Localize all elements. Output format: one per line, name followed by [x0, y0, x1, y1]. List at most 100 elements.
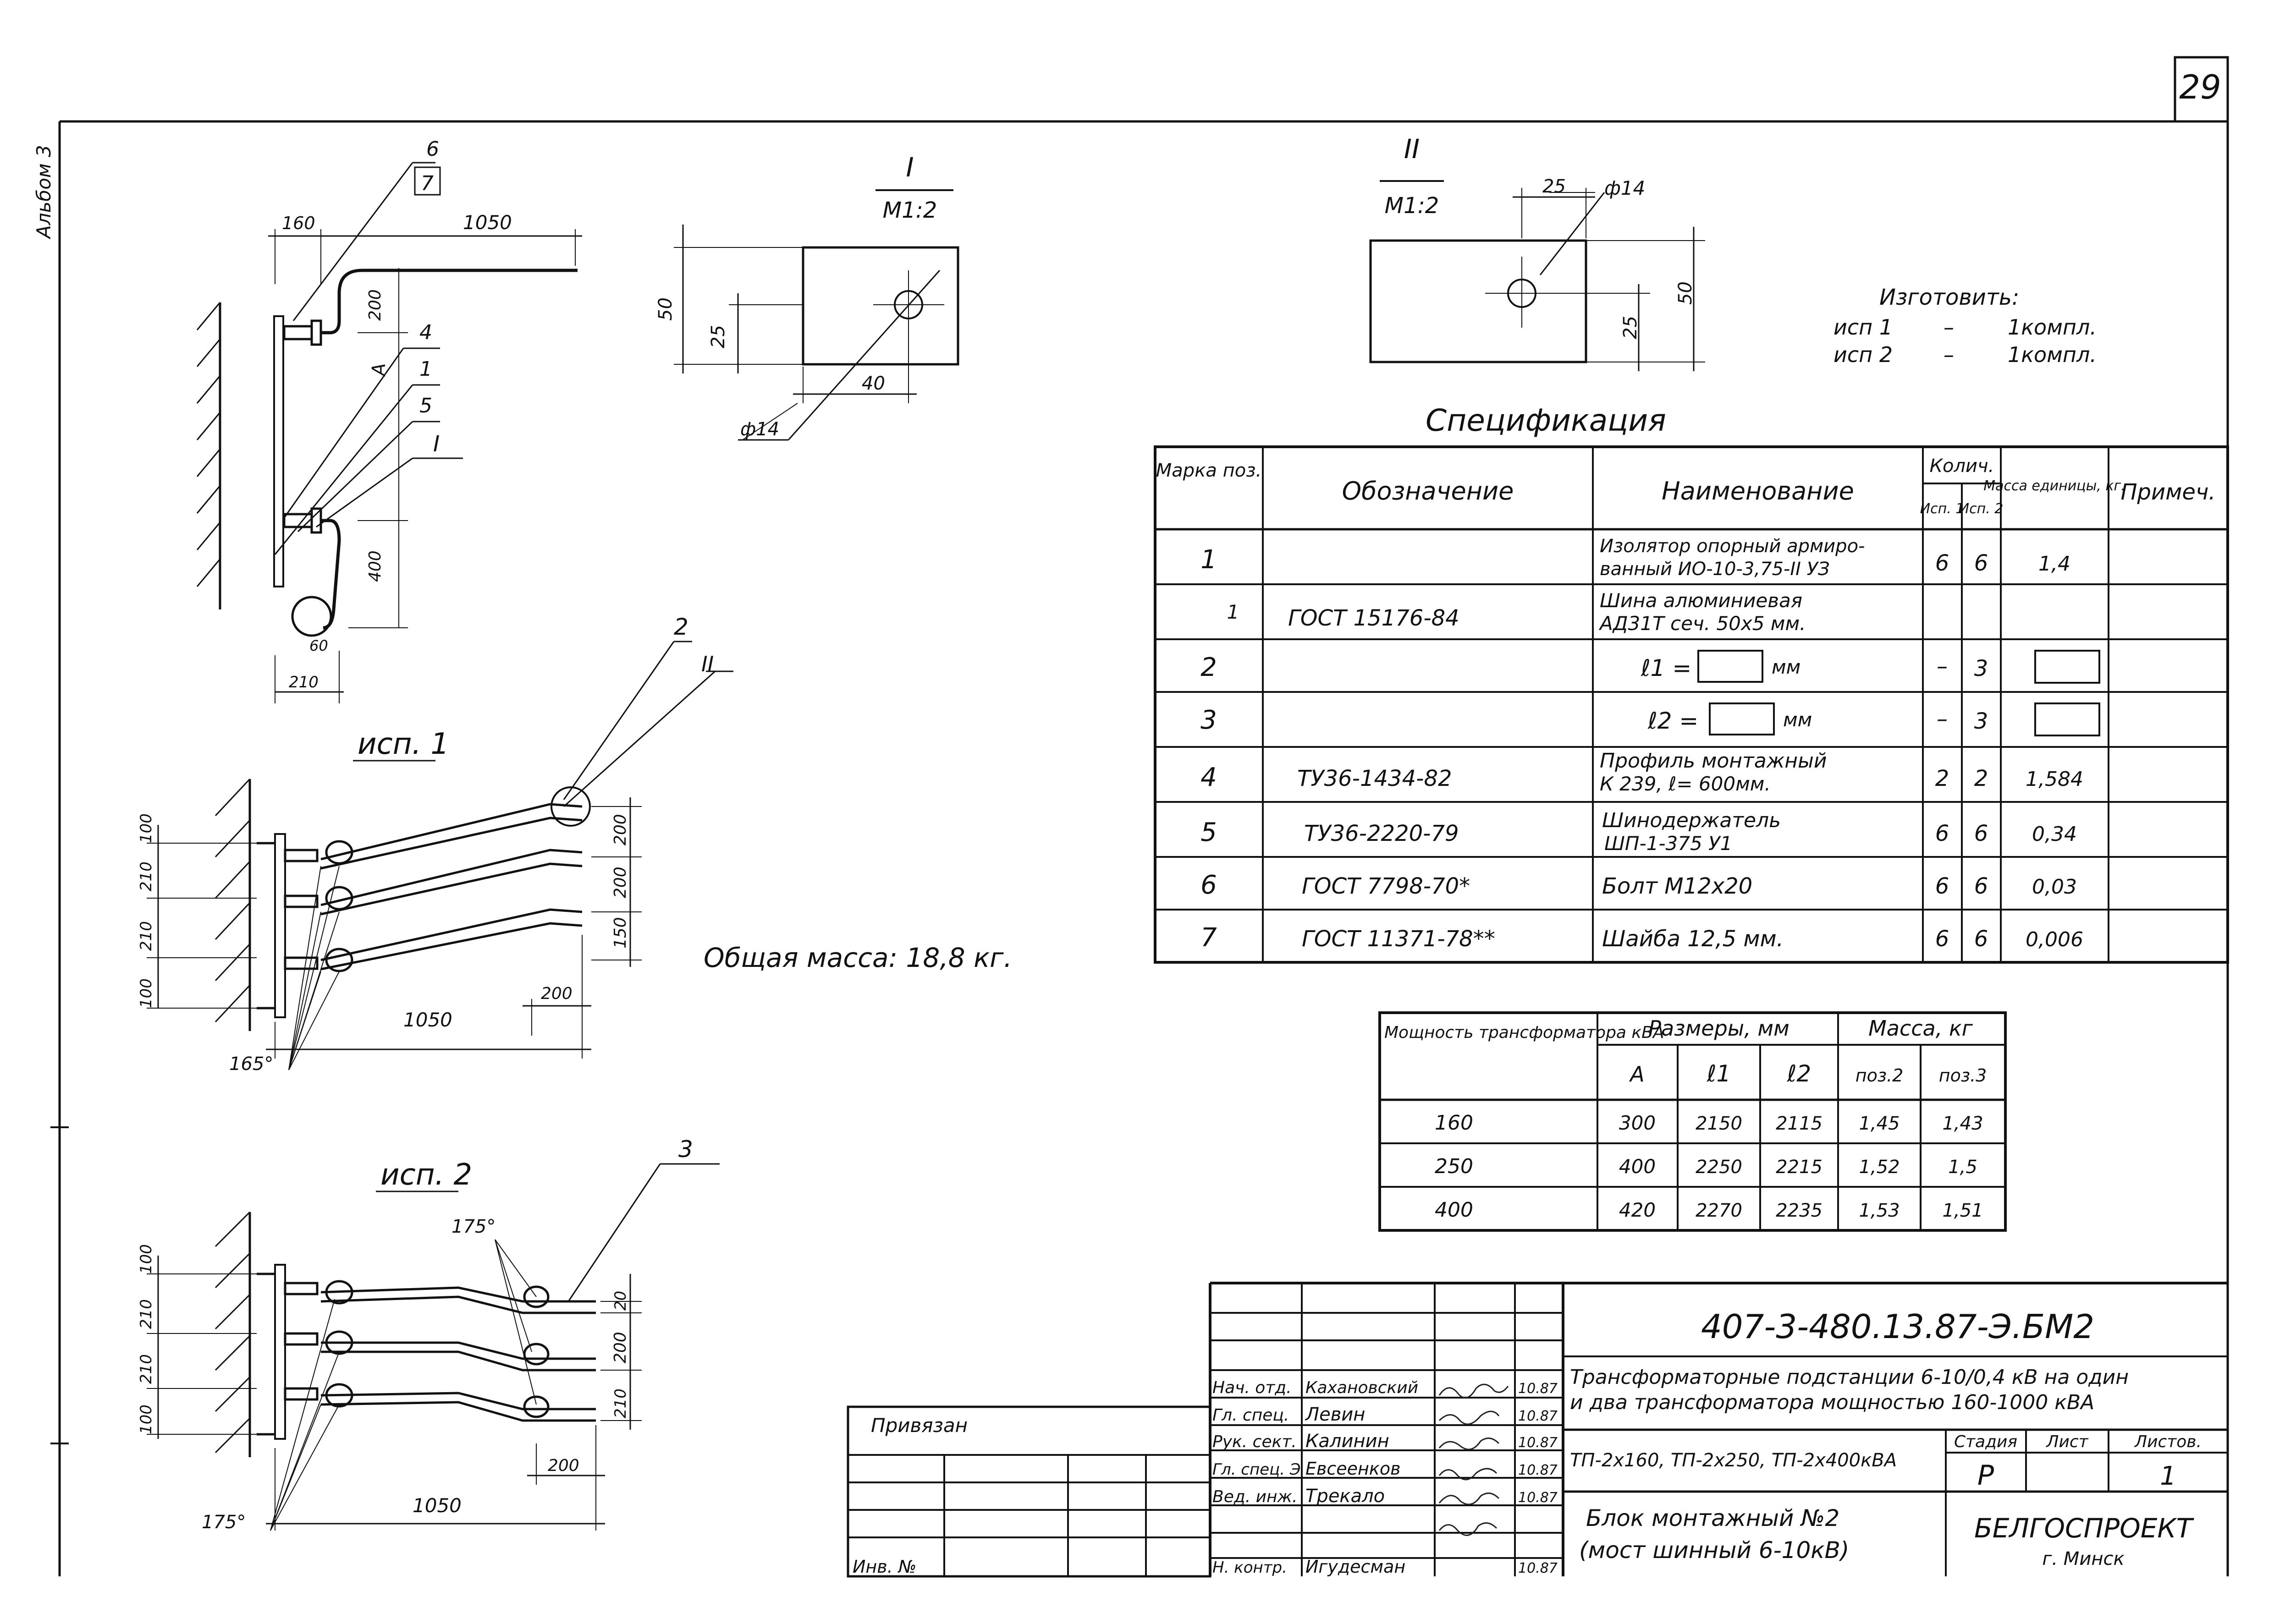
svg-text:Гл. спец. Э: Гл. спец. Э	[1212, 1460, 1301, 1479]
title-block-staff: Нач. отд. Кахановский 10.87 Гл. спец. Ле…	[853, 1378, 1558, 1577]
svg-text:210: 210	[289, 673, 319, 691]
svg-text:ℓ1: ℓ1	[1707, 1060, 1731, 1087]
svg-text:–: –	[1944, 315, 1954, 340]
svg-text:4: 4	[419, 321, 432, 344]
svg-text:4: 4	[1200, 763, 1217, 792]
manufacture-note: Изготовить: исп 1 – 1компл. исп 2 – 1ком…	[1834, 285, 2097, 367]
svg-text:Масса единицы, кг.: Масса единицы, кг.	[1983, 478, 2125, 494]
svg-text:мм: мм	[1772, 656, 1800, 678]
svg-text:Обозначение: Обозначение	[1342, 477, 1514, 505]
svg-text:ГОСТ 15176-84: ГОСТ 15176-84	[1288, 605, 1459, 631]
main-view-labels: 6 7 4 1 5 I А 160 1050 200 400 60 210	[282, 137, 512, 691]
svg-text:25: 25	[1620, 316, 1641, 339]
svg-text:2235: 2235	[1776, 1200, 1823, 1221]
svg-text:400: 400	[1619, 1155, 1656, 1178]
svg-text:6: 6	[1200, 870, 1217, 900]
svg-text:К 239, ℓ= 600мм.: К 239, ℓ= 600мм.	[1600, 773, 1771, 795]
svg-text:25: 25	[1542, 176, 1566, 197]
svg-text:400: 400	[366, 550, 385, 582]
svg-text:Листов.: Листов.	[2134, 1432, 2202, 1451]
svg-text:3: 3	[678, 1136, 693, 1163]
svg-text:3: 3	[1974, 656, 1988, 681]
svg-text:ℓ2 =: ℓ2 =	[1647, 708, 1698, 734]
svg-text:Трекало: Трекало	[1305, 1486, 1385, 1507]
svg-text:ванный ИО-10-3,75-II УЗ: ванный ИО-10-3,75-II УЗ	[1600, 559, 1830, 580]
svg-text:Шина алюминиевая: Шина алюминиевая	[1600, 589, 1802, 612]
svg-text:1: 1	[1200, 545, 1217, 575]
svg-text:200: 200	[611, 1332, 630, 1363]
main-side-view	[196, 162, 582, 703]
svg-text:6: 6	[1935, 821, 1949, 846]
svg-text:Рук. сект.: Рук. сект.	[1212, 1432, 1297, 1451]
svg-text:0,03: 0,03	[2032, 875, 2077, 899]
svg-text:1,45: 1,45	[1859, 1113, 1900, 1134]
svg-text:I: I	[906, 152, 914, 183]
svg-text:II: II	[701, 652, 714, 676]
svg-text:20: 20	[611, 1291, 630, 1311]
svg-text:Евсеенков: Евсеенков	[1305, 1459, 1401, 1479]
svg-text:210: 210	[137, 921, 155, 951]
svg-text:210: 210	[137, 1354, 155, 1384]
svg-text:Размеры, мм: Размеры, мм	[1648, 1016, 1789, 1041]
svg-text:Н. контр.: Н. контр.	[1212, 1558, 1287, 1577]
svg-text:ГОСТ 11371-78**: ГОСТ 11371-78**	[1302, 926, 1495, 952]
svg-text:2: 2	[674, 614, 688, 640]
svg-text:3: 3	[1200, 705, 1217, 735]
svg-text:60: 60	[309, 637, 328, 654]
svg-text:поз.3: поз.3	[1939, 1065, 1987, 1086]
svg-text:40: 40	[862, 373, 885, 394]
svg-text:210: 210	[137, 1299, 155, 1329]
sizes-rows: 160 300 2150 2115 1,45 1,43 250 400 2250…	[1435, 1111, 1983, 1222]
svg-text:6: 6	[1974, 926, 1988, 952]
doc-code: 407-3-480.13.87-Э.БМ2	[1701, 1307, 2094, 1346]
svg-text:–: –	[1937, 653, 1948, 679]
svg-text:Изолятор опорный армиро-: Изолятор опорный армиро-	[1600, 536, 1865, 557]
sheet-frame	[50, 120, 2229, 1576]
svg-text:1050: 1050	[413, 1494, 462, 1517]
svg-text:Гл. спец.: Гл. спец.	[1212, 1406, 1289, 1425]
svg-text:6: 6	[426, 137, 439, 161]
svg-text:Масса, кг: Масса, кг	[1868, 1016, 1973, 1041]
svg-text:Вед. инж.: Вед. инж.	[1212, 1487, 1297, 1506]
svg-text:150: 150	[611, 917, 630, 949]
svg-text:Профиль монтажный: Профиль монтажный	[1600, 749, 1827, 773]
svg-text:1050: 1050	[403, 1009, 452, 1031]
svg-text:ГОСТ 7798-70*: ГОСТ 7798-70*	[1302, 873, 1470, 899]
variant-2-view	[147, 1163, 720, 1531]
svg-text:250: 250	[1435, 1155, 1473, 1178]
svg-text:100: 100	[137, 978, 155, 1008]
total-mass: Общая масса: 18,8 кг.	[704, 942, 1012, 973]
svg-text:0,34: 0,34	[2032, 823, 2077, 846]
svg-text:Марка поз.: Марка поз.	[1156, 460, 1261, 481]
svg-text:0,006: 0,006	[2026, 928, 2083, 951]
svg-text:1компл.: 1компл.	[2008, 315, 2097, 340]
svg-text:6: 6	[1935, 926, 1949, 952]
svg-text:3: 3	[1974, 708, 1988, 734]
svg-text:1,584: 1,584	[2026, 768, 2083, 791]
svg-text:5: 5	[1200, 817, 1217, 847]
svg-text:Стадия: Стадия	[1954, 1432, 2017, 1451]
inv-label: Инв. №	[853, 1557, 916, 1577]
svg-text:6: 6	[1935, 550, 1949, 576]
svg-text:мм: мм	[1783, 708, 1812, 731]
svg-text:1: 1	[2160, 1461, 2176, 1491]
svg-text:1,53: 1,53	[1859, 1200, 1900, 1221]
variant-2-labels: исп. 2 3 175° 175° 20 200 210 100 210 21…	[137, 1136, 693, 1533]
variant-1-labels: исп. 1 2 II 200 200 150 100 210 210 100 …	[137, 614, 714, 1075]
svg-text:5: 5	[419, 394, 432, 417]
svg-text:10.87: 10.87	[1518, 1435, 1558, 1451]
svg-text:2: 2	[1935, 766, 1949, 791]
svg-text:Шинодержатель: Шинодержатель	[1602, 809, 1781, 832]
svg-text:Мощность трансформатора кВА: Мощность трансформатора кВА	[1384, 1023, 1664, 1042]
svg-text:160: 160	[282, 213, 315, 233]
svg-text:25: 25	[708, 325, 729, 348]
signatures	[1438, 1383, 1509, 1536]
svg-text:ℓ2: ℓ2	[1787, 1060, 1811, 1087]
svg-text:исп 2: исп 2	[1834, 342, 1893, 367]
svg-text:Исп. 1: Исп. 1	[1920, 501, 1965, 517]
svg-text:2250: 2250	[1696, 1157, 1742, 1178]
svg-text:Изготовить:: Изготовить:	[1879, 285, 2019, 310]
svg-text:175°: 175°	[451, 1216, 496, 1237]
svg-text:400: 400	[1435, 1198, 1473, 1222]
svg-text:I: I	[433, 431, 440, 457]
